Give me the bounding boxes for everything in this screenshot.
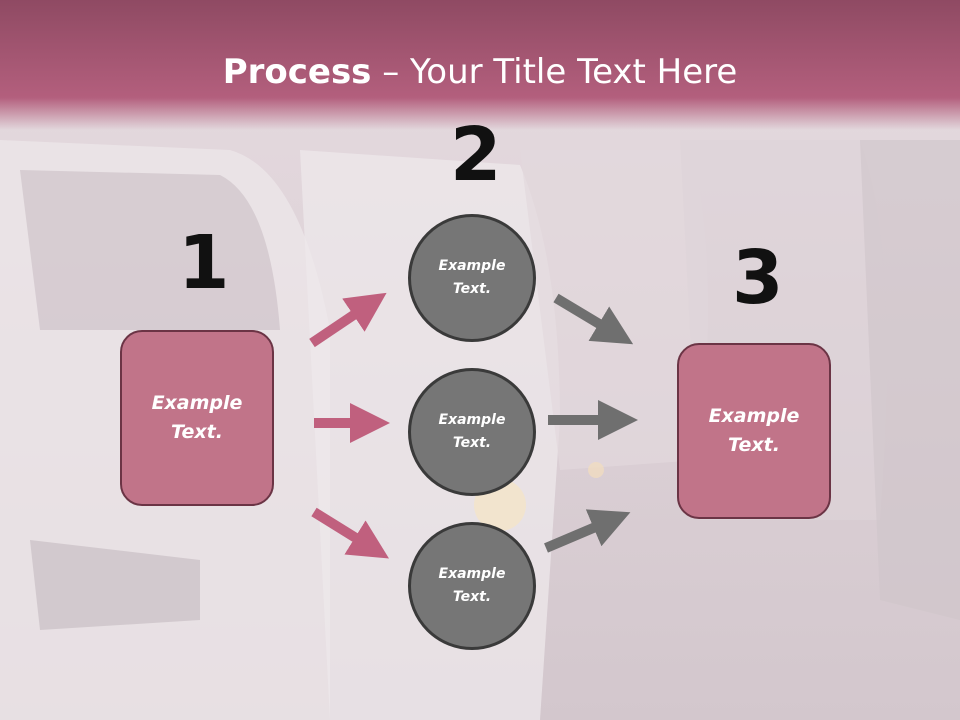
circle-middle-label: Example Text.: [438, 412, 506, 451]
circle-middle[interactable]: Example Text.: [408, 368, 536, 496]
circle-top[interactable]: Example Text.: [408, 214, 536, 342]
left-box-label: Example Text.: [151, 392, 243, 443]
right-box-label: Example Text.: [708, 405, 800, 456]
right-process-box[interactable]: Example Text.: [677, 343, 831, 519]
circle-bottom-label: Example Text.: [438, 566, 506, 605]
arrow-gray-up: [544, 509, 631, 553]
title-bold: Process: [222, 52, 372, 92]
arrow-gray-down: [553, 293, 634, 345]
circle-bottom[interactable]: Example Text.: [408, 522, 536, 650]
left-process-box[interactable]: Example Text.: [120, 330, 274, 506]
step-number-1: 1: [178, 220, 230, 306]
step-number-3: 3: [732, 235, 784, 321]
step-number-2: 2: [450, 112, 502, 198]
circle-top-label: Example Text.: [438, 258, 506, 297]
title-bar: [0, 0, 960, 130]
arrow-pink-down: [311, 507, 389, 559]
page-title: Process – Your Title Text Here: [0, 52, 960, 92]
arrow-pink-up: [309, 292, 387, 348]
title-rest: – Your Title Text Here: [371, 52, 738, 92]
